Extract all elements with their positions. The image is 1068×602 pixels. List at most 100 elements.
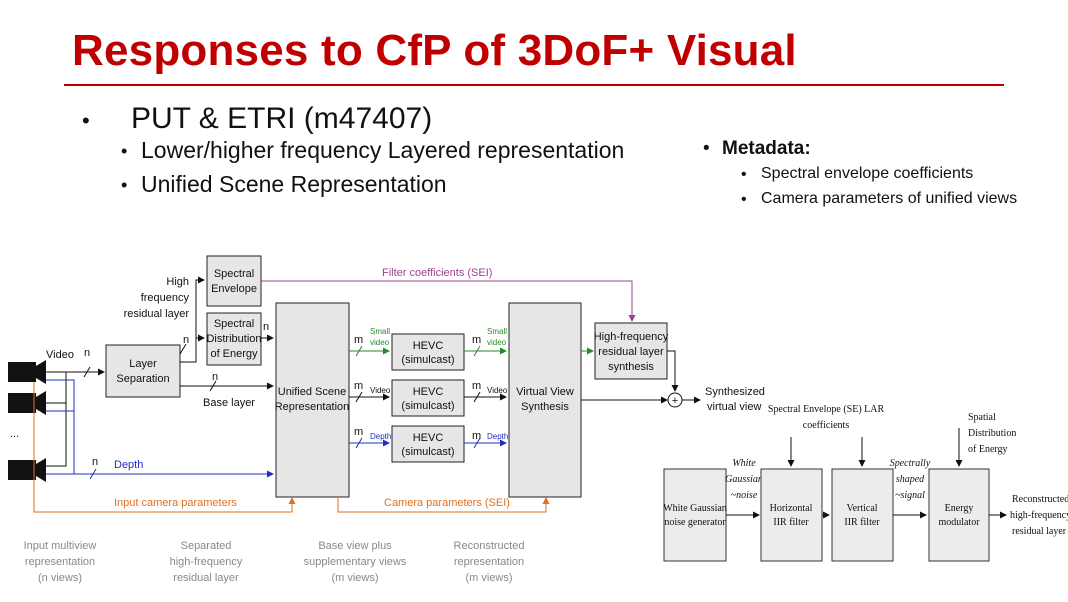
hevc-label: (simulcast) <box>401 400 454 412</box>
wg-noise-label: ~noise <box>731 490 758 501</box>
unified-scene-box <box>275 302 350 498</box>
virtual-view-label: Synthesis <box>521 401 569 413</box>
metadata-heading: Metadata: <box>722 138 811 159</box>
wg-noise-label: White <box>732 458 756 469</box>
energy-modulator-label: Energy <box>945 503 974 514</box>
white-gaussian-label: noise generator <box>664 517 726 528</box>
se-lar-label: Spectral Envelope (SE) LAR <box>768 404 885 415</box>
small-video-label: Small <box>487 327 507 336</box>
bullet-dot: • <box>121 141 128 161</box>
shaped-label: shaped <box>896 474 925 485</box>
shaped-label: ~signal <box>895 490 925 501</box>
metadata-item: Spectral envelope coefficients <box>761 165 974 182</box>
white-gaussian-box <box>663 468 727 562</box>
camera-params-sei-line <box>337 497 550 513</box>
m-label: m <box>354 334 363 346</box>
camera-icon <box>8 391 46 415</box>
layer-separation-label: Layer <box>129 358 157 370</box>
bus-slash <box>209 380 217 392</box>
small-video-label: video <box>370 338 390 347</box>
layer-separation-label: Separation <box>116 373 169 385</box>
bus-slash <box>83 366 91 378</box>
spectral-distribution-box <box>206 312 262 366</box>
bullet-dot: • <box>121 175 128 195</box>
high-freq-label: residual layer <box>124 308 190 320</box>
hf-synthesis-label: synthesis <box>608 361 654 373</box>
spatial-label: Distribution <box>968 428 1016 439</box>
layer-separation-box <box>105 344 181 398</box>
spectral-envelope-box <box>206 255 262 307</box>
camera-icon <box>8 360 46 384</box>
caption: Reconstructed <box>454 540 525 552</box>
virtual-view-label: Virtual View <box>516 386 574 398</box>
depth-collector-line <box>46 379 75 474</box>
vertical-filter-label: IIR filter <box>844 517 880 528</box>
bus-slash <box>355 437 363 449</box>
n-label: n <box>84 347 90 359</box>
hevc-box <box>391 379 465 417</box>
camera-icon <box>8 458 46 482</box>
bus-slash <box>355 391 363 403</box>
sub-bullet: Unified Scene Representation <box>141 171 447 197</box>
high-freq-label: High <box>166 276 189 288</box>
bus-slash <box>473 391 481 403</box>
output-label: residual layer <box>1012 526 1067 537</box>
filter-coefficients-label: Filter coefficients (SEI) <box>382 267 492 279</box>
m-label: m <box>472 430 481 442</box>
caption: (m views) <box>331 572 378 584</box>
hf-synthesis-label: residual layer <box>598 346 664 358</box>
spectral-distribution-label: of Energy <box>210 348 258 360</box>
caption: supplementary views <box>304 556 407 568</box>
caption: high-frequency <box>170 556 243 568</box>
spectral-envelope-label: Spectral <box>214 268 254 280</box>
m-label: m <box>472 334 481 346</box>
slide-title: Responses to CfP of 3DoF+ Visual <box>72 26 797 75</box>
vertical-filter-box <box>831 468 894 562</box>
m-label: m <box>472 380 481 392</box>
spatial-label: of Energy <box>968 444 1008 455</box>
hevc-box <box>391 333 465 371</box>
caption: representation <box>25 556 95 568</box>
small-video-label: Small <box>370 327 390 336</box>
caption: Base view plus <box>318 540 392 552</box>
camera-params-sei-label: Camera parameters (SEI) <box>384 497 510 509</box>
video-small-label: Video <box>370 386 391 395</box>
sub-bullet: Lower/higher frequency Layered represent… <box>141 137 625 163</box>
wg-noise-label: Gaussian <box>725 474 763 485</box>
bus-slash <box>355 345 363 357</box>
spectral-distribution-label: Spectral <box>214 318 254 330</box>
title-underline <box>64 84 1004 86</box>
bus-slash <box>179 343 187 355</box>
horizontal-filter-label: Horizontal <box>770 503 813 514</box>
depth-small-label: Depth <box>370 432 391 441</box>
synthesized-label: virtual view <box>707 401 761 413</box>
energy-modulator-box <box>928 468 990 562</box>
hf-synthesis-label: High-frequency <box>594 331 669 343</box>
m-label: m <box>354 426 363 438</box>
vertical-filter-label: Vertical <box>846 503 877 514</box>
bullet-dot: • <box>741 166 747 183</box>
hevc-label: HEVC <box>413 432 444 444</box>
filter-coefficients-line <box>261 280 636 322</box>
bullet-main: PUT & ETRI (m47407) <box>131 102 433 135</box>
small-video-label: video <box>487 338 507 347</box>
horizontal-filter-box <box>760 468 823 562</box>
caption: residual layer <box>173 572 239 584</box>
video-label: Video <box>46 349 74 361</box>
hevc-label: (simulcast) <box>401 354 454 366</box>
plus-symbol: + <box>672 395 678 407</box>
hf-output-line <box>667 350 679 392</box>
hevc-box <box>391 425 465 463</box>
shaped-label: Spectrally <box>890 458 931 469</box>
horizontal-filter-label: IIR filter <box>773 517 809 528</box>
caption: representation <box>454 556 524 568</box>
input-camera-params-label: Input camera parameters <box>114 497 237 509</box>
spatial-label: Spatial <box>968 412 996 423</box>
m-label: m <box>354 380 363 392</box>
se-lar-label: coefficients <box>803 420 850 431</box>
depth-label: Depth <box>114 459 143 471</box>
video-collector-line <box>46 371 67 467</box>
output-label: Reconstructed <box>1012 494 1068 505</box>
bus-slash <box>473 437 481 449</box>
